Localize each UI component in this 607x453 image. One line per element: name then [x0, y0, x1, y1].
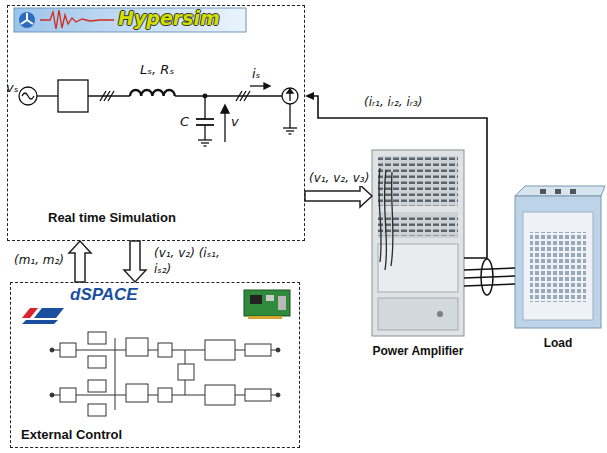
hypersim-logo [14, 8, 246, 32]
connector [464, 268, 515, 286]
control-panel: External Control [10, 282, 300, 448]
component-name: Lₛ, Rₛ [140, 62, 174, 77]
logo-text: Hypersim [118, 7, 220, 29]
circuit-drawing [19, 80, 298, 146]
signal-label: (m₁, m₂) [12, 252, 66, 268]
load-box: Load [515, 196, 601, 328]
signal-label: (v₁, v₂, v₃) [307, 170, 371, 186]
signal-label: (v₁, v₂) (iₛ₁, iₛ₂) [152, 245, 234, 277]
signal-name: v [231, 114, 239, 129]
power-amplifier-picture [372, 150, 464, 336]
connector [305, 92, 487, 258]
control-block-diagram [50, 332, 280, 416]
node-title: Load [475, 336, 607, 350]
logo-text: dSPACE [70, 285, 138, 305]
connector [305, 185, 372, 207]
node-title: Real time Simulation [48, 210, 176, 225]
dspace-logo [22, 308, 64, 324]
simulation-panel: Real time Simulation [7, 5, 305, 241]
amplifier-box: Power Amplifier [372, 150, 464, 336]
node-title: External Control [21, 427, 122, 442]
connector [124, 241, 146, 282]
signal-label: (iᵣ₁, iᵣ₂, iᵣ₃) [362, 94, 424, 110]
dspace-board-icon [244, 290, 290, 319]
connector [69, 241, 91, 282]
component-name: C [180, 114, 189, 129]
signal-name: iₛ [252, 66, 260, 81]
signal-name: vₛ [6, 80, 19, 95]
node-title: Power Amplifier [332, 344, 504, 358]
load-picture [515, 186, 605, 328]
